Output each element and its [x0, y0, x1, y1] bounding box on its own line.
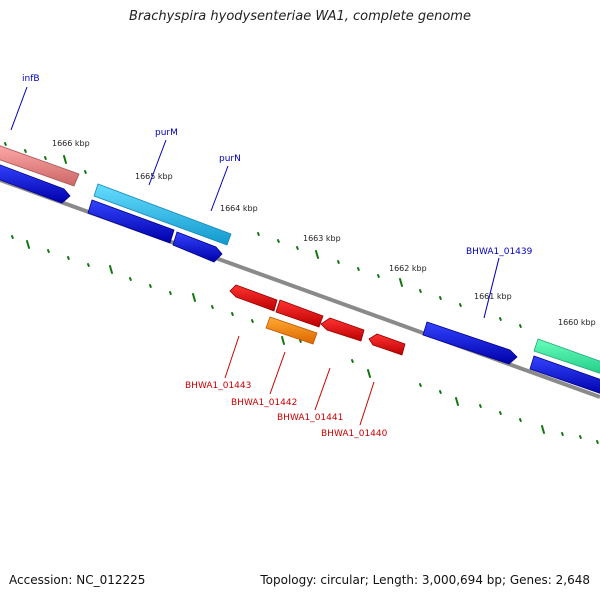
gene-infB-feature[interactable] — [0, 144, 80, 187]
gene-label-BHWA1_01443: BHWA1_01443 — [185, 381, 251, 391]
ruler-label-1663: 1663 kbp — [303, 234, 341, 243]
accession-text: Accession: NC_012225 — [9, 573, 146, 587]
ruler-ticks-lower — [11, 235, 599, 444]
gene-label-infB: infB — [22, 74, 40, 84]
ruler-ticks-upper — [4, 142, 522, 328]
gene-blue-1-feature[interactable] — [0, 163, 71, 204]
ruler-label-1664: 1664 kbp — [220, 204, 258, 213]
gene-BHWA1_01440-feature[interactable] — [320, 317, 365, 342]
genome-summary-text: Topology: circular; Length: 3,000,694 bp… — [260, 573, 590, 587]
ruler-label-1666: 1666 kbp — [52, 139, 90, 148]
gene-BHWA1_01442-feature[interactable] — [265, 316, 318, 345]
gene-green-feature[interactable] — [533, 338, 600, 375]
ruler-label-1665: 1665 kbp — [135, 172, 173, 181]
gene-label-BHWA1_01442: BHWA1_01442 — [231, 398, 297, 408]
gene-label-BHWA1_01440: BHWA1_01440 — [321, 429, 388, 439]
gene-blue-2-feature[interactable] — [87, 199, 175, 244]
gene-label-BHWA1_01441: BHWA1_01441 — [277, 413, 343, 423]
gene-red-5-feature[interactable] — [368, 333, 406, 356]
gene-label-purN: purN — [219, 154, 241, 164]
gene-purM-feature[interactable] — [93, 183, 232, 246]
page-title: Brachyspira hyodysenteriae WA1, complete… — [129, 9, 471, 24]
gene-label-purM: purM — [155, 128, 178, 138]
label-leader-lines — [10, 86, 500, 426]
gene-BHWA1_01443-feature[interactable] — [229, 284, 278, 312]
gene-BHWA1_01441-feature[interactable] — [275, 299, 324, 328]
gene-label-BHWA1_01439: BHWA1_01439 — [466, 247, 533, 257]
gene-BHWA1_01439-feature[interactable] — [422, 321, 518, 365]
ruler-label-1662: 1662 kbp — [389, 264, 427, 273]
ruler-label-1660: 1660 kbp — [558, 318, 596, 327]
gene-blue-5-feature[interactable] — [529, 355, 600, 395]
ruler-label-1661: 1661 kbp — [474, 292, 512, 301]
gene-blue-3-feature[interactable] — [172, 231, 223, 263]
